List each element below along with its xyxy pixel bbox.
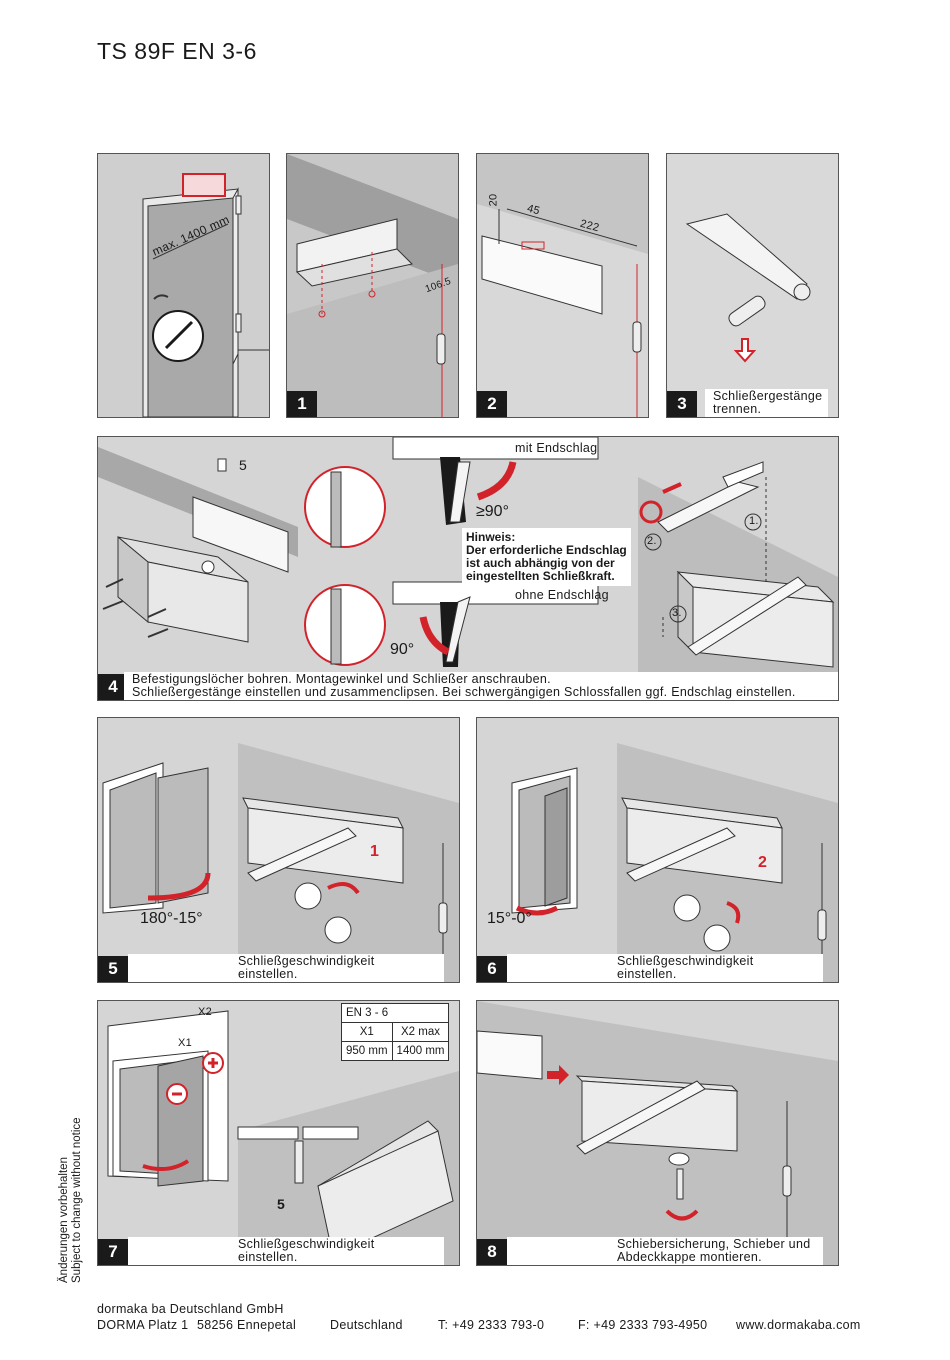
step-caption: Schließergestänge trennen. bbox=[705, 389, 829, 417]
step-3-marker: 3. bbox=[672, 607, 682, 619]
step-caption: Schließgeschwindigkeit einstellen. bbox=[128, 1237, 444, 1265]
step-number: 6 bbox=[477, 956, 507, 982]
panel-step-2: 20 45 222 2 bbox=[476, 153, 649, 418]
arm-separation-illustration bbox=[667, 154, 838, 417]
without-end-stop-label: ohne Endschlag bbox=[515, 588, 609, 602]
footer-city: 58256 Ennepetal bbox=[197, 1318, 297, 1332]
step-caption: Befestigungslöcher bohren. Montagewinkel… bbox=[124, 672, 838, 700]
angle-range: 180°-15° bbox=[140, 910, 203, 927]
panel-step-6: 15°-0° 2 6 Schließgeschwindigkeit einste… bbox=[476, 717, 839, 983]
step-number: 4 bbox=[98, 674, 128, 700]
bracket-template-illustration bbox=[477, 154, 648, 417]
angle-90: 90° bbox=[390, 641, 415, 658]
angle-ge90: ≥90° bbox=[476, 503, 509, 520]
step-1-marker: 1. bbox=[749, 515, 759, 527]
with-end-stop-label: mit Endschlag bbox=[515, 441, 598, 455]
step-caption: Schließgeschwindigkeit einstellen. bbox=[128, 954, 444, 982]
screw-size: 5 bbox=[277, 1196, 285, 1212]
panel-step-1: 106.5 1 bbox=[286, 153, 459, 418]
hint-box: Hinweis: Der erforderliche Endschlag ist… bbox=[462, 528, 631, 586]
x1-label: X1 bbox=[178, 1037, 193, 1049]
step-number: 2 bbox=[477, 391, 507, 417]
footer-web: www.dormakaba.com bbox=[736, 1318, 861, 1332]
screw-size: 5 bbox=[239, 457, 247, 473]
panel-step-3: 3 Schließergestänge trennen. bbox=[666, 153, 839, 418]
step-caption: Schließgeschwindigkeit einstellen. bbox=[507, 954, 823, 982]
step-number: 7 bbox=[98, 1239, 128, 1265]
footer-street: DORMA Platz 1 bbox=[97, 1318, 189, 1332]
panel-step-5: 180°-15° 1 5 Schließgeschwindigkeit eins… bbox=[97, 717, 460, 983]
panel-intro: max. 1400 mm bbox=[97, 153, 270, 418]
footer-fax: F: +49 2333 793-4950 bbox=[578, 1318, 708, 1332]
footer-phone: T: +49 2333 793-0 bbox=[438, 1318, 545, 1332]
closing-speed-1-illustration bbox=[98, 718, 459, 982]
step-number: 8 bbox=[477, 1239, 507, 1265]
footer-company: dormaka ba Deutschland GmbH bbox=[97, 1302, 284, 1316]
footer-country: Deutschland bbox=[330, 1318, 403, 1332]
panel-step-4: 5 mit Endschlag ohne Endschlag ≥90° 90° … bbox=[97, 436, 839, 701]
step-2-marker: 2. bbox=[647, 535, 657, 547]
closing-speed-2-illustration bbox=[477, 718, 838, 982]
step-caption: Schiebersicherung, Schieber und Abdeckka… bbox=[507, 1237, 823, 1265]
angle-range: 15°-0° bbox=[487, 910, 532, 927]
step-number: 3 bbox=[667, 391, 697, 417]
bracket-drilling-illustration bbox=[287, 154, 458, 417]
door-illustration bbox=[98, 154, 269, 417]
panel-step-8: 8 Schiebersicherung, Schieber und Abdeck… bbox=[476, 1000, 839, 1266]
dimension-20: 20 bbox=[487, 193, 500, 207]
change-notice: Änderungen vorbehalten Subject to change… bbox=[58, 1117, 83, 1283]
closing-force-illustration bbox=[98, 1001, 459, 1265]
step-number: 1 bbox=[287, 391, 317, 417]
valve-number: 1 bbox=[370, 843, 379, 860]
x2-label: X2 bbox=[198, 1006, 213, 1018]
cover-mounting-illustration bbox=[477, 1001, 838, 1265]
valve-number: 2 bbox=[758, 854, 767, 871]
step-number: 5 bbox=[98, 956, 128, 982]
page-title: TS 89F EN 3-6 bbox=[97, 38, 257, 64]
